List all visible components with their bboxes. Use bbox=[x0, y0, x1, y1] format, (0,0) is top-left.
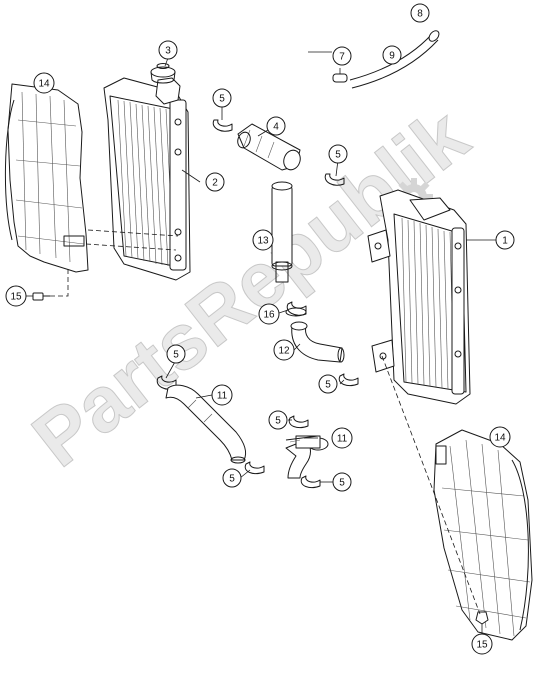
callout-11: 11 bbox=[331, 427, 353, 449]
svg-text:11: 11 bbox=[217, 391, 228, 402]
callout-11: 11 bbox=[211, 384, 233, 406]
svg-text:3: 3 bbox=[165, 46, 171, 57]
svg-text:5: 5 bbox=[339, 478, 345, 489]
callout-15: 15 bbox=[5, 285, 27, 307]
assembly-lines bbox=[50, 229, 481, 615]
callout-5: 5 bbox=[212, 88, 232, 108]
radiator-guard-right bbox=[433, 429, 533, 641]
svg-text:9: 9 bbox=[389, 51, 395, 62]
callout-1: 1 bbox=[495, 230, 515, 250]
svg-text:11: 11 bbox=[337, 434, 348, 445]
elbow-hose bbox=[285, 307, 345, 363]
lower-hose bbox=[165, 384, 247, 464]
svg-text:5: 5 bbox=[219, 94, 225, 105]
callout-2: 2 bbox=[205, 172, 225, 192]
svg-text:8: 8 bbox=[417, 9, 423, 20]
mounting-bolt bbox=[32, 292, 50, 301]
coolant-pipe bbox=[271, 181, 293, 283]
radiator-left bbox=[103, 77, 191, 281]
svg-text:5: 5 bbox=[173, 350, 179, 361]
callout-14: 14 bbox=[489, 426, 511, 448]
svg-text:14: 14 bbox=[494, 433, 506, 444]
svg-text:1: 1 bbox=[502, 236, 508, 247]
callout-5: 5 bbox=[166, 344, 186, 364]
upper-hose-elbow bbox=[285, 435, 329, 479]
callout-5: 5 bbox=[222, 468, 242, 488]
svg-text:2: 2 bbox=[212, 178, 218, 189]
svg-text:16: 16 bbox=[263, 310, 275, 321]
svg-text:5: 5 bbox=[275, 416, 281, 427]
callout-15: 15 bbox=[471, 633, 493, 655]
callout-5: 5 bbox=[318, 374, 338, 394]
callout-9: 9 bbox=[382, 45, 402, 65]
mounting-bolt-right bbox=[475, 611, 489, 625]
callout-3: 3 bbox=[158, 40, 178, 60]
svg-text:5: 5 bbox=[229, 474, 235, 485]
callout-5: 5 bbox=[328, 144, 348, 164]
radiator-cap bbox=[150, 63, 176, 84]
callout-5: 5 bbox=[332, 472, 352, 492]
callout-14: 14 bbox=[33, 72, 55, 94]
svg-text:15: 15 bbox=[476, 640, 488, 651]
leader-lines bbox=[25, 51, 512, 634]
hose-clamp bbox=[156, 119, 359, 489]
callout-7: 7 bbox=[332, 46, 352, 66]
svg-text:15: 15 bbox=[10, 292, 22, 303]
small-clamp bbox=[332, 68, 348, 83]
svg-text:14: 14 bbox=[38, 79, 50, 90]
svg-text:13: 13 bbox=[257, 236, 269, 247]
radiator-guard-left bbox=[4, 83, 89, 273]
hose-connector bbox=[237, 123, 301, 171]
svg-text:4: 4 bbox=[273, 122, 279, 133]
callout-16: 16 bbox=[258, 303, 280, 325]
svg-text:5: 5 bbox=[335, 150, 341, 161]
callout-8: 8 bbox=[410, 3, 430, 23]
callout-13: 13 bbox=[252, 229, 274, 251]
svg-text:12: 12 bbox=[278, 346, 290, 357]
callout-12: 12 bbox=[273, 339, 295, 361]
callout-4: 4 bbox=[266, 116, 286, 136]
svg-text:5: 5 bbox=[325, 380, 331, 391]
radiator-right bbox=[367, 189, 471, 405]
svg-text:7: 7 bbox=[339, 52, 345, 63]
callout-5: 5 bbox=[268, 410, 288, 430]
